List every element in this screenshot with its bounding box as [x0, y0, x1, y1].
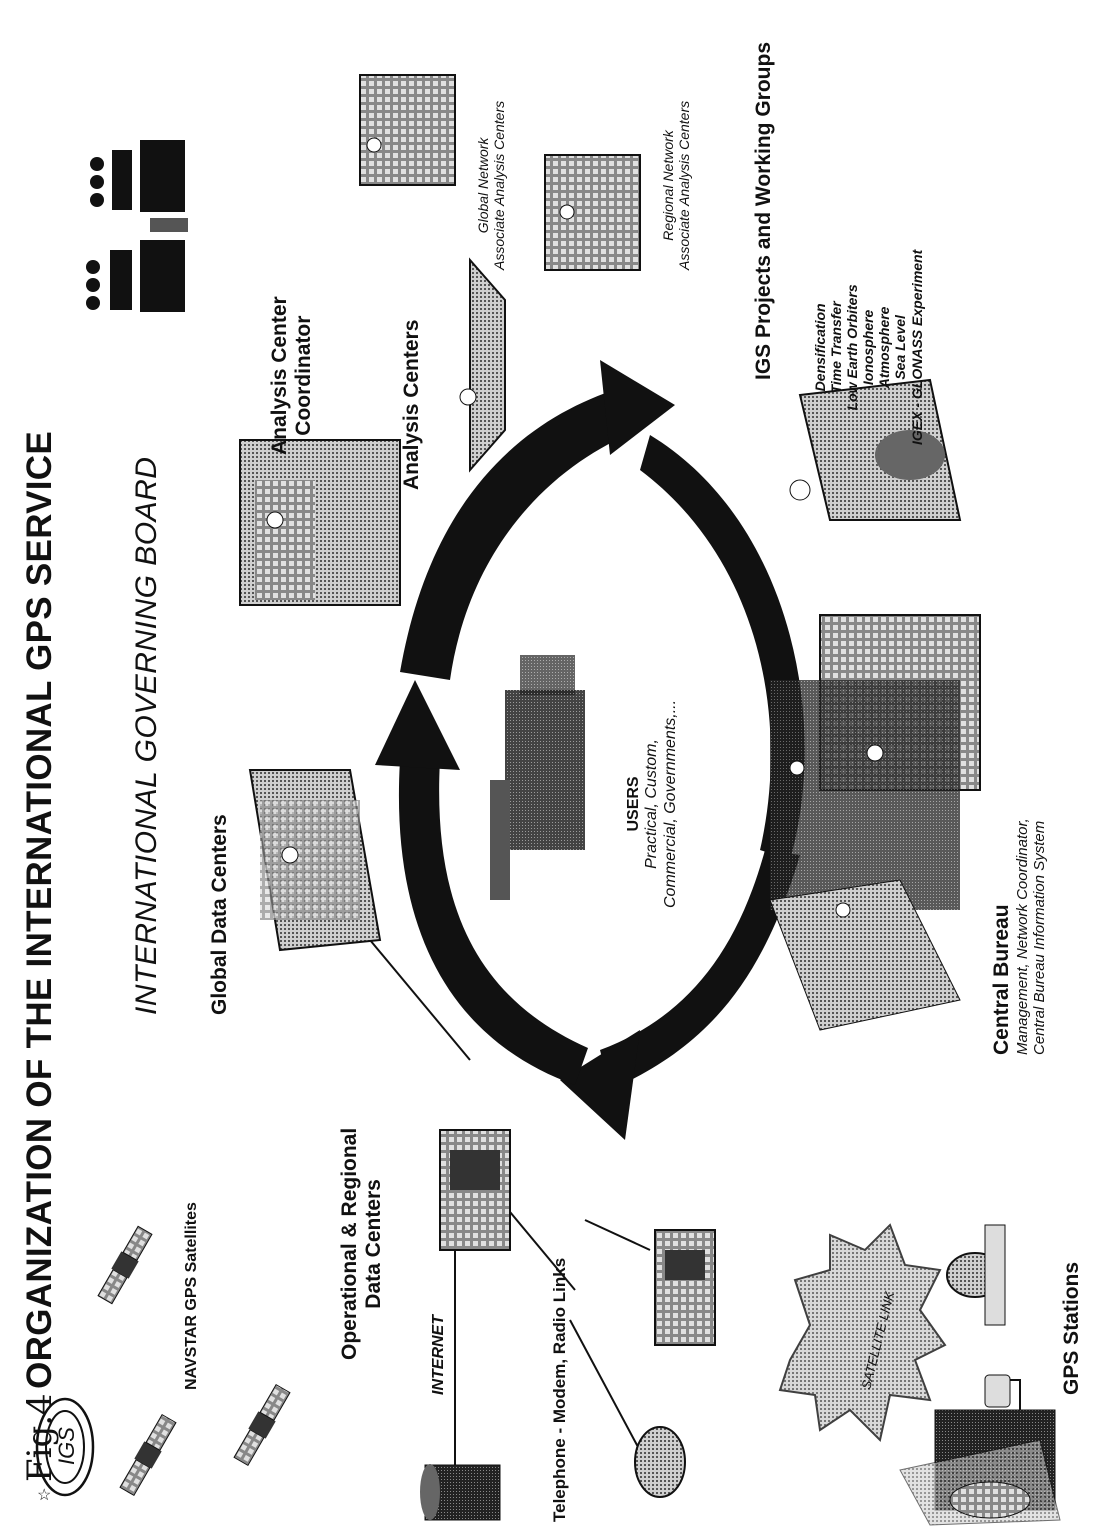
analysis-coordinator-label: Analysis Center Coordinator — [268, 296, 316, 455]
igs-logo: ☆ — [35, 1397, 95, 1504]
analysis-centers-label: Analysis Centers — [400, 319, 423, 490]
project-item: Ionosphere — [860, 309, 877, 386]
central-bureau-label: Central Bureau Management, Network Coord… — [990, 818, 1049, 1055]
regional-associate-line-1: Regional Network — [660, 130, 676, 241]
users-title: USERS — [625, 776, 642, 832]
central-bureau-line-1: Management, Network Coordinator, — [1014, 818, 1032, 1055]
global-associate-line-1: Global Network — [475, 137, 491, 234]
project-item: IGEX - GLONASS Experiment — [908, 249, 925, 445]
associate-analysis-centers-icons — [359, 74, 641, 271]
operational-data-centers-label: Operational & Regional Data Centers — [338, 1128, 386, 1360]
gps-station-icons — [899, 1224, 1061, 1526]
users-crowd-image — [490, 655, 585, 900]
regional-associate-label: Regional Network Associate Analysis Cent… — [660, 101, 692, 270]
flow-arrowhead-left — [375, 680, 460, 770]
satellites-label: NAVSTAR GPS Satellites — [183, 1202, 200, 1390]
flow-arrow-left — [398, 760, 588, 1085]
logo-star-icon: ☆ — [37, 1487, 51, 1504]
figure-label: Fig.4 — [20, 1393, 60, 1482]
project-item: Atmosphere — [876, 306, 893, 389]
satellite-link-burst — [778, 1223, 947, 1442]
project-item: Sea Level — [892, 315, 909, 380]
figure-header: Fig.4 ORGANIZATION OF THE INTERNATIONAL … — [20, 431, 60, 1482]
central-bureau-line-2: Central Bureau Information System — [1031, 820, 1049, 1055]
central-bureau-title: Central Bureau — [990, 904, 1013, 1055]
projects-handshake-image — [789, 378, 962, 521]
regional-associate-line-2: Associate Analysis Centers — [676, 100, 693, 270]
links-label: Telephone - Modem, Radio Links — [550, 1257, 569, 1522]
global-associate-line-2: Associate Analysis Centers — [491, 100, 508, 270]
governing-board-label: INTERNATIONAL GOVERNING BOARD — [130, 456, 163, 1015]
coordinator-line-1: Analysis Center — [268, 296, 291, 455]
flow-cycle-arrows — [375, 360, 805, 1140]
flow-arrowhead-bottom — [560, 1030, 640, 1140]
internet-link-devices — [420, 1426, 686, 1521]
operational-data-center-equipment — [439, 1129, 716, 1346]
project-item: Time Transfer — [828, 301, 845, 394]
operational-line-1: Operational & Regional — [338, 1127, 361, 1360]
global-data-centers-building — [248, 769, 382, 952]
page-title: ORGANIZATION OF THE INTERNATIONAL GPS SE… — [20, 430, 59, 1389]
analysis-coordinator-building — [239, 439, 401, 606]
project-item: Densification — [812, 303, 828, 392]
global-associate-label: Global Network Associate Analysis Center… — [475, 101, 507, 270]
global-data-centers-label: Global Data Centers — [208, 814, 231, 1015]
projects-title: IGS Projects and Working Groups — [752, 42, 775, 380]
satellite-icons — [97, 1225, 291, 1497]
governing-board-people-icons — [86, 140, 188, 312]
flow-arrow-bottom — [600, 850, 800, 1090]
central-bureau-building — [769, 614, 981, 1031]
operational-line-2: Data Centers — [362, 1179, 386, 1309]
users-label: USERS Practical, Custom, Commercial, Gov… — [625, 700, 680, 908]
flow-arrowhead-top — [600, 360, 675, 455]
gps-stations-label: GPS Stations — [1060, 1261, 1083, 1395]
project-item: Low Earth Orbiters — [844, 284, 861, 411]
users-line-1: Practical, Custom, — [643, 739, 661, 869]
projects-list: Densification Time Transfer Low Earth Or… — [812, 250, 925, 445]
coordinator-line-2: Coordinator — [292, 315, 316, 436]
internet-label: INTERNET — [430, 1315, 447, 1395]
logo-text: IGS — [54, 1427, 79, 1465]
users-line-2: Commercial, Governments,... — [661, 699, 679, 908]
analysis-centers-ship — [459, 257, 506, 473]
flow-arrow-top — [400, 388, 640, 680]
